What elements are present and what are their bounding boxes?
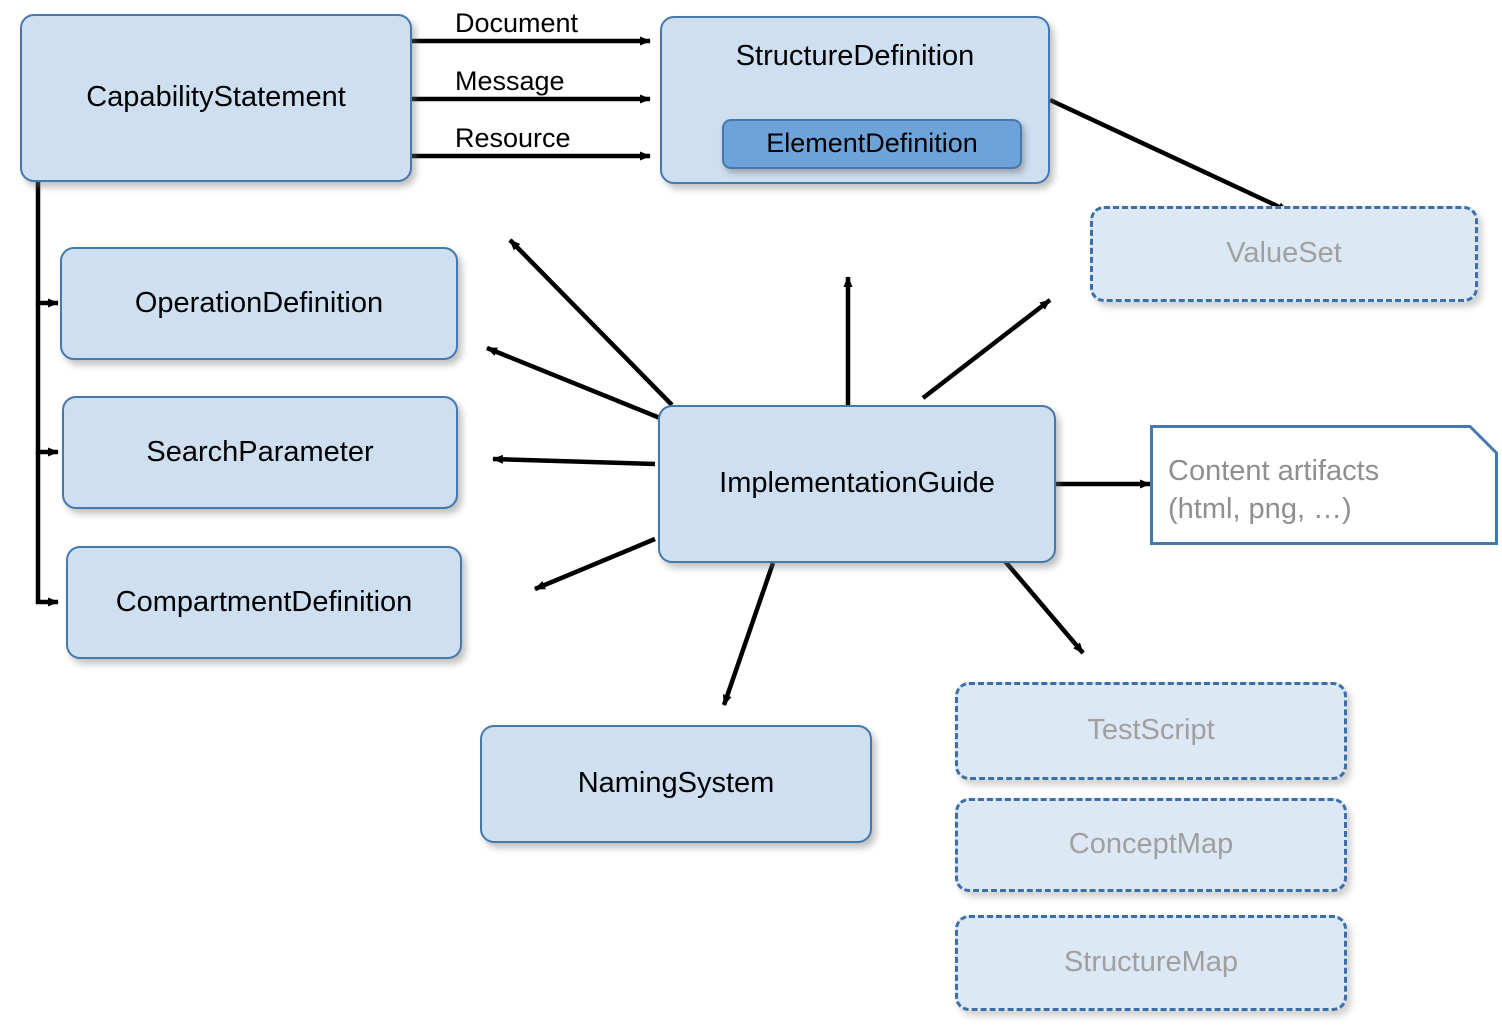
node-search-parameter-label: SearchParameter	[146, 435, 374, 468]
node-search-parameter[interactable]: SearchParameter	[62, 396, 458, 509]
node-operation-definition-label: OperationDefinition	[134, 286, 384, 319]
edge-implementationguide-valueset	[921, 298, 1052, 400]
node-content-artifacts[interactable]: Content artifacts (html, png, …)	[1150, 425, 1498, 545]
edge-implementationguide-searchparameter	[492, 454, 656, 467]
edge-implementationguide-namingsystem	[721, 562, 776, 706]
node-capability-statement-label: CapabilityStatement	[86, 81, 346, 114]
node-value-set[interactable]: ValueSet	[1090, 206, 1478, 302]
edge-capabilitystatement-compartmentdefinition	[35, 452, 59, 607]
edge-implementationguide-compartmentdefinition	[534, 536, 656, 592]
node-content-artifacts-label: Content artifacts (html, png, …)	[1168, 455, 1380, 525]
node-structure-map-label: StructureMap	[1063, 946, 1239, 979]
node-concept-map-label: ConceptMap	[1068, 828, 1234, 861]
note-shape-icon	[1150, 425, 1498, 545]
node-operation-definition[interactable]: OperationDefinition	[60, 247, 458, 360]
node-structure-definition-label: StructureDefinition	[735, 40, 975, 72]
edge-structuredefinition-valueset	[1049, 97, 1289, 214]
edge-label-resource: Resource	[455, 123, 571, 153]
node-implementation-guide-label: ImplementationGuide	[719, 467, 995, 500]
node-compartment-definition[interactable]: CompartmentDefinition	[66, 546, 462, 659]
node-element-definition[interactable]: ElementDefinition	[722, 119, 1022, 169]
node-compartment-definition-label: CompartmentDefinition	[115, 585, 413, 618]
node-implementation-guide[interactable]: ImplementationGuide	[658, 405, 1056, 563]
node-structure-map[interactable]: StructureMap	[955, 915, 1347, 1011]
edge-capabilitystatement-operationdefinition	[35, 182, 59, 308]
edge-label-message: Message	[455, 66, 565, 96]
edge-implementationguide-capabilitystatement	[508, 238, 674, 407]
node-concept-map[interactable]: ConceptMap	[955, 798, 1347, 892]
node-test-script[interactable]: TestScript	[955, 682, 1347, 780]
node-element-definition-label: ElementDefinition	[766, 128, 978, 159]
node-capability-statement[interactable]: CapabilityStatement	[20, 14, 412, 182]
edge-implementationguide-operationdefinition	[486, 345, 661, 421]
edge-label-document: Document	[455, 8, 579, 38]
node-naming-system[interactable]: NamingSystem	[480, 725, 872, 843]
node-value-set-label: ValueSet	[1226, 237, 1342, 270]
edge-capabilitystatement-searchparameter	[35, 303, 59, 457]
node-naming-system-label: NamingSystem	[577, 767, 775, 800]
edge-implementationguide-conceptmap	[1002, 558, 1085, 655]
node-test-script-label: TestScript	[1087, 714, 1215, 747]
